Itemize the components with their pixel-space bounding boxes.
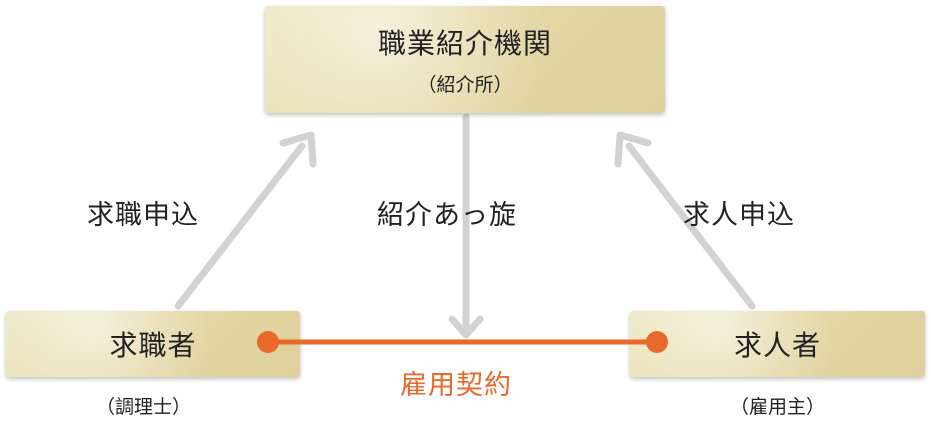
agency-to-contract-arrowhead (448, 315, 484, 339)
employer-box: 求人者 (630, 311, 925, 377)
employer-title: 求人者 (733, 329, 821, 362)
seeker-to-agency-arrow (174, 142, 306, 310)
employer-subtitle: （雇用主） (730, 396, 826, 418)
mediation-label: 紹介あっ旋 (377, 200, 517, 231)
contract-endpoint-left (257, 331, 279, 353)
contract-endpoint-right (646, 331, 668, 353)
employer-to-agency-arrowhead (614, 131, 652, 168)
job-offer-label: 求人申込 (683, 200, 795, 231)
agency-box: 職業紹介機関 （紹介所） (265, 6, 665, 113)
seeker-to-agency-arrowhead (279, 131, 317, 168)
job-application-label: 求職申込 (87, 200, 199, 231)
employer-to-agency-arrow (625, 142, 756, 310)
job-seeker-subtitle: （調理士） (96, 396, 192, 418)
agency-title: 職業紹介機関 (377, 27, 552, 60)
job-seeker-box: 求職者 (6, 311, 300, 377)
employment-contract-label: 雇用契約 (400, 370, 512, 401)
agency-subtitle: （紹介所） (417, 74, 513, 96)
job-seeker-title: 求職者 (109, 329, 197, 362)
